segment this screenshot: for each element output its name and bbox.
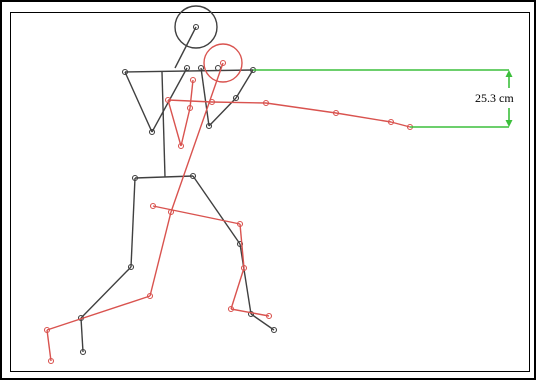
red-left-upper-arm — [168, 100, 181, 146]
gray-right-shin — [240, 244, 251, 314]
gray-joints — [79, 25, 277, 355]
arrow-up-icon — [506, 70, 513, 77]
red-skeleton — [45, 44, 413, 364]
red-hip-line — [153, 206, 240, 224]
red-right-hand — [336, 113, 391, 122]
arrow-down-icon — [506, 120, 513, 127]
red-left-hand — [190, 80, 193, 108]
red-left-forearm — [181, 108, 190, 146]
gray-left-thigh — [131, 178, 135, 267]
gray-joint — [216, 66, 221, 71]
gray-spine — [162, 72, 165, 177]
gray-hip-line — [135, 176, 193, 178]
red-left-foot — [47, 330, 51, 361]
gray-left-upper-arm — [125, 72, 152, 132]
red-right-forearm — [266, 103, 336, 113]
measurement-bracket — [253, 70, 513, 127]
red-right-shin — [231, 268, 244, 309]
gray-right-thigh — [193, 176, 240, 244]
gray-left-foot — [81, 318, 83, 352]
red-left-thigh — [150, 212, 171, 296]
red-right-upper-arm — [212, 102, 266, 103]
gray-skeleton — [79, 6, 277, 355]
gray-right-foot — [251, 314, 274, 330]
gray-right-arm-link — [201, 68, 209, 126]
measurement-label: 25.3 cm — [475, 91, 514, 105]
